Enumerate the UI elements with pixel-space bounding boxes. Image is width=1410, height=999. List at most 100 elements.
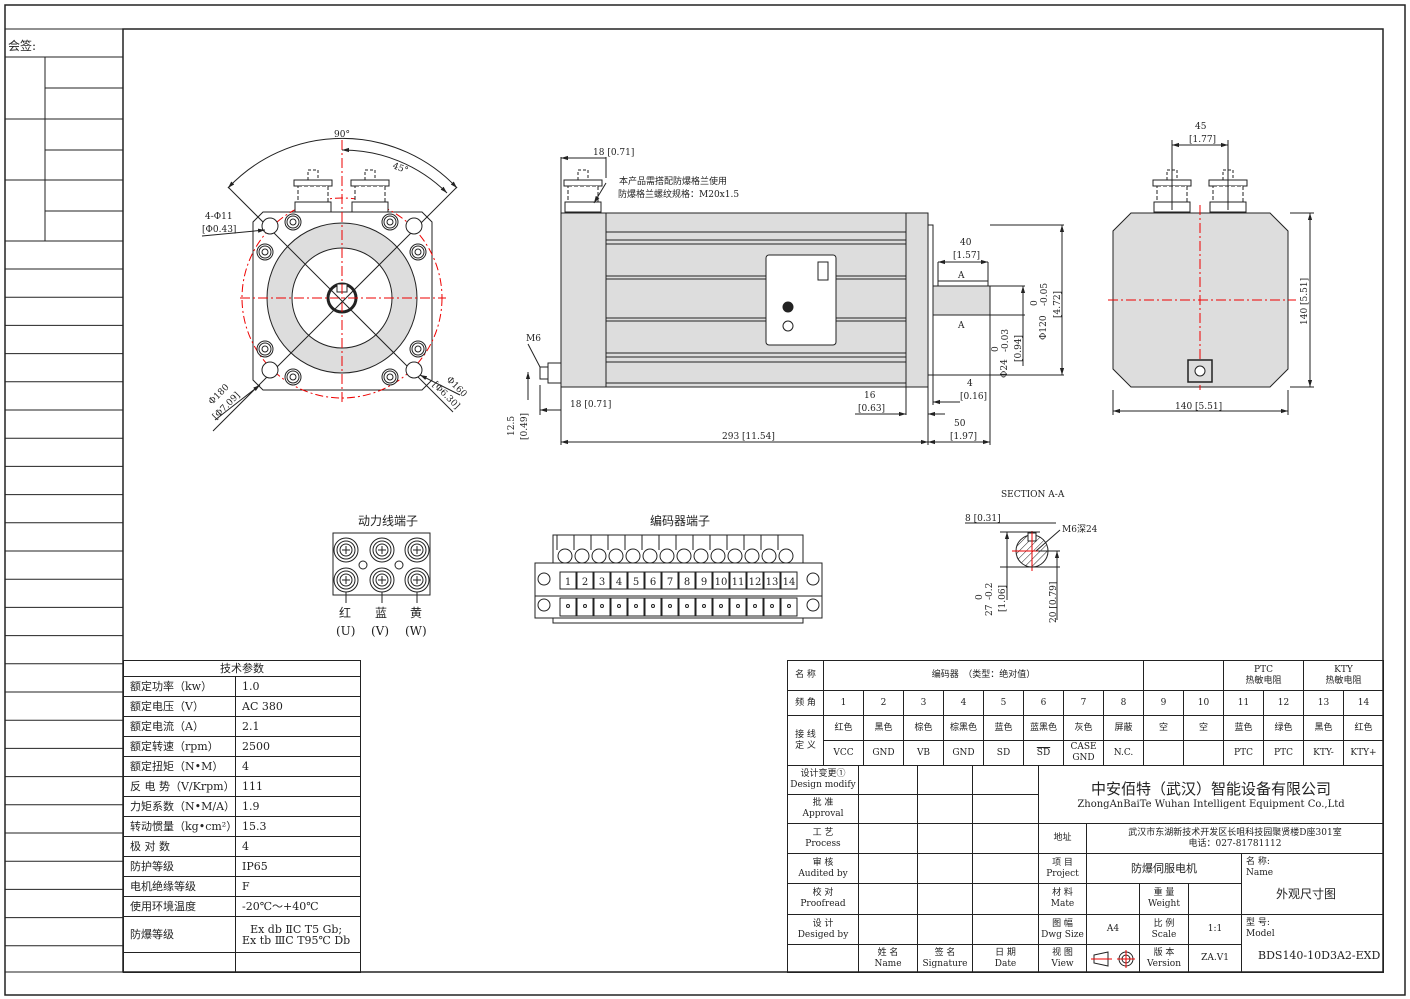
note-leader — [593, 182, 607, 204]
enc-signal-text: KTY+ — [1350, 747, 1377, 758]
enc-signal-text: PTC — [1234, 747, 1253, 758]
approval-signature — [917, 794, 973, 824]
third-angle-projection-icon — [1091, 949, 1135, 968]
enc-pin: 2 — [863, 690, 904, 716]
enc-pin: 6 — [1023, 690, 1064, 716]
enc-pin: 5 — [983, 690, 1024, 716]
param-name: 使用环境温度 — [123, 896, 236, 917]
size-label-text: Dwg Size — [1041, 929, 1084, 940]
enc-pin-text: 9 — [1160, 697, 1167, 708]
footer-signature-text: 签 名 — [934, 947, 956, 958]
approval-date — [972, 853, 1039, 884]
param-value: F — [235, 876, 361, 897]
approval-date — [972, 823, 1039, 854]
terminal-screw-icon — [369, 567, 395, 593]
approval-date — [972, 914, 1039, 945]
enc-wire-color-text: 蓝色 — [1234, 722, 1253, 733]
param-name-text: 额定电流（A） — [130, 720, 204, 733]
wire-clamp-icon — [642, 548, 658, 564]
footer-name-text: 姓 名 — [877, 947, 899, 958]
spigot — [927, 224, 934, 376]
enc-wire-color: 空 — [1183, 715, 1224, 741]
terminal-pin-number: 8 — [684, 577, 690, 588]
enc-signal: GND — [863, 740, 904, 766]
front-view — [201, 138, 461, 432]
enc-pin-text: 7 — [1080, 697, 1087, 708]
section-mark-bottom: A — [957, 321, 965, 331]
terminal-pin-number: 4 — [616, 577, 622, 588]
enc-wire-color: 空 — [1143, 715, 1184, 741]
terminal-screw-icon — [333, 537, 359, 563]
approval-name — [858, 853, 918, 884]
material-label-text: Mate — [1050, 899, 1075, 909]
footer-date-text: Date — [994, 958, 1017, 969]
param-value: 2.1 — [235, 716, 361, 737]
approval-signature — [917, 914, 973, 945]
pin-box — [780, 571, 798, 590]
mount-hole — [405, 361, 423, 379]
wire-clamp-icon — [625, 548, 641, 564]
enc-wire-color-text: 空 — [1158, 722, 1168, 733]
dim-key-height-in: [1.06] — [998, 585, 1008, 612]
size-label-text: 图 幅 — [1052, 918, 1073, 929]
dim-shaft-tol-low: -0.03 — [1001, 329, 1011, 352]
scale-value-text: 1:1 — [1207, 924, 1223, 934]
terminal-pin-number: 1 — [565, 577, 571, 588]
address-text: 电话：027-81781112 — [1188, 838, 1282, 849]
section-mark-top: A — [957, 271, 965, 281]
enc-wire-color: 蓝色 — [983, 715, 1024, 741]
enc-signal-text: VCC — [833, 747, 854, 758]
param-empty — [235, 952, 361, 973]
ground-boss — [547, 362, 562, 384]
dim-shaft-tol-up: 0 — [991, 346, 1001, 352]
enc-wire-color-text: 空 — [1198, 722, 1208, 733]
hole-leader — [201, 228, 266, 237]
enc-signal: VB — [903, 740, 944, 766]
param-name: 电机绝缘等级 — [123, 876, 236, 897]
phase-v: (V) — [371, 624, 389, 638]
approval-role-text: Approval — [802, 809, 844, 819]
terminal-pin-number: 5 — [633, 577, 639, 588]
dim-shaft-dia: Φ24 — [1000, 359, 1010, 378]
enc-pin-text: 1 — [840, 697, 847, 708]
param-name-text: 额定扭矩（N•M） — [130, 760, 224, 773]
enc-signal-text: CASE GND — [1070, 742, 1097, 763]
version-value: ZA.V1 — [1188, 944, 1242, 973]
dim-gland-pitch: 45 — [1195, 122, 1207, 132]
param-name: 额定功率（kw） — [123, 676, 236, 697]
param-value-text: 1.0 — [242, 680, 260, 693]
section-a-a — [965, 522, 1061, 620]
approval-role-text: 审 核 — [812, 857, 834, 868]
wire-clamp-icon — [744, 548, 760, 564]
phase-color-w: 黄 — [410, 606, 422, 620]
terminal-screw-icon — [333, 567, 359, 593]
dim-key-height: 27 — [985, 604, 995, 616]
enc-wire-color-text: 红色 — [834, 722, 853, 733]
enc-signal: VCC — [823, 740, 864, 766]
enc-pin-text: 4 — [960, 697, 967, 708]
enc-wire-color: 棕黑色 — [943, 715, 984, 741]
dim-spigot-depth-in: [0.16] — [960, 392, 987, 402]
footer-signature-text: Signature — [922, 958, 968, 969]
phase-u: (U) — [336, 624, 355, 638]
sign-off-label: 会签: — [8, 38, 36, 53]
enc-pin: 9 — [1143, 690, 1184, 716]
enc-wire-color-text: 蓝黑色 — [1029, 722, 1057, 733]
param-name: 额定转速（rpm） — [123, 736, 236, 757]
approval-date — [972, 883, 1039, 915]
material-value — [1086, 883, 1140, 915]
approval-role-text: Audited by — [798, 868, 848, 879]
front-cap — [905, 212, 929, 388]
section-title: SECTION A-A — [1001, 490, 1065, 500]
pin-box — [695, 571, 713, 590]
enc-wire-color-text: 黑色 — [1314, 722, 1333, 733]
param-value: IP65 — [235, 856, 361, 877]
pin-box — [627, 571, 645, 590]
project-label-text: 项 目 — [1052, 857, 1073, 868]
drawing-name-text: 外观尺寸图 — [1276, 887, 1337, 901]
enc-pin-text: 14 — [1357, 697, 1370, 708]
terminal-pin-number: 6 — [650, 577, 656, 588]
